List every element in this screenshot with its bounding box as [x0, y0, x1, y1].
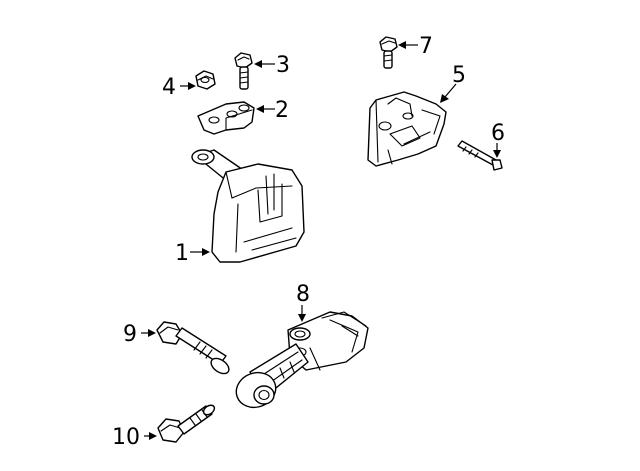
arrowhead-3	[254, 60, 262, 68]
arrowhead-1	[202, 248, 210, 256]
part-8-torque-rod[interactable]	[231, 311, 369, 413]
callout-5: 5	[452, 63, 466, 88]
callout-7: 7	[419, 34, 433, 59]
callout-8: 8	[296, 282, 310, 307]
callout-10: 10	[112, 425, 140, 450]
arrowhead-5	[440, 94, 449, 103]
part-4-nut[interactable]	[195, 70, 216, 90]
callout-1: 1	[175, 241, 189, 266]
callout-2: 2	[275, 98, 289, 123]
part-1-mount-housing[interactable]	[191, 149, 305, 263]
arrowhead-10	[149, 432, 157, 440]
callout-labels: 1 2 3 4 5 6 7 8 9 10	[112, 34, 505, 450]
leader-lines	[141, 41, 501, 440]
arrowhead-6	[493, 150, 501, 158]
arrowhead-9	[148, 329, 156, 337]
part-2-bracket[interactable]	[197, 101, 255, 135]
part-5-mount-bracket[interactable]	[367, 91, 447, 167]
callout-6: 6	[491, 121, 505, 146]
callout-3: 3	[276, 53, 290, 78]
arrowhead-2	[256, 105, 264, 113]
leader-5	[444, 83, 457, 98]
part-3-bolt[interactable]	[234, 52, 253, 90]
callout-9: 9	[123, 322, 137, 347]
arrowhead-4	[188, 82, 196, 90]
arrowhead-7	[398, 41, 406, 49]
callout-4: 4	[162, 75, 176, 100]
part-7-bolt[interactable]	[379, 36, 398, 69]
part-9-long-bolt[interactable]	[156, 321, 232, 377]
part-6-stud[interactable]	[457, 140, 503, 171]
part-10-bolt[interactable]	[157, 403, 216, 443]
arrowhead-8	[298, 314, 306, 322]
